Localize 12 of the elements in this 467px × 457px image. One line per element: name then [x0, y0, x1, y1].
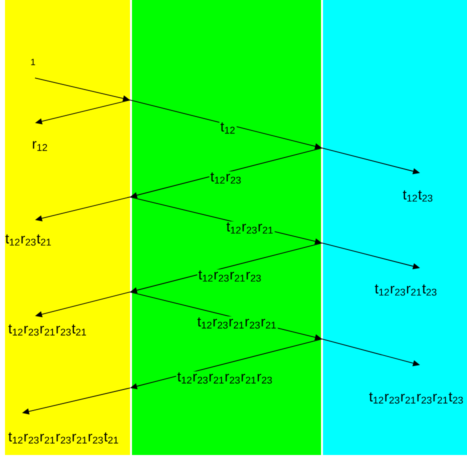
ray-label: t$_{12}$r$_{23}$r$_{21}$r$_{23}$r$_{21}$r$_{23}$ [176, 371, 274, 385]
ray-label: t$_{12}$r$_{23}$r$_{21}$r$_{23}$r$_{21}$r$_{23}$t$_{21}$ [8, 432, 118, 444]
ray-label: t$_{12}$t$_{23}$ [402, 190, 432, 202]
ray-label: t$_{12}$r$_{23}$r$_{21}$r$_{23}$ [197, 269, 263, 283]
ray-label: t$_{12}$r$_{23}$r$_{21}$t$_{23}$ [374, 284, 436, 296]
ray-label: t$_{12}$r$_{23}$r$_{21}$r$_{23}$r$_{21}$ [196, 316, 278, 330]
ray-label: t$_{12}$r$_{23}$r$_{21}$r$_{23}$t$_{21}$ [8, 324, 86, 336]
ray-label: 1 [31, 58, 36, 66]
ray-label: t$_{12}$r$_{23}$t$_{21}$ [5, 234, 51, 246]
ray-label: t$_{12}$r$_{23}$r$_{21}$r$_{23}$r$_{21}$t$_{23}$ [369, 392, 463, 404]
ray-label: t$_{12}$r$_{23}$r$_{21}$ [225, 221, 275, 235]
ray-label: r$_{12}$ [32, 141, 48, 151]
